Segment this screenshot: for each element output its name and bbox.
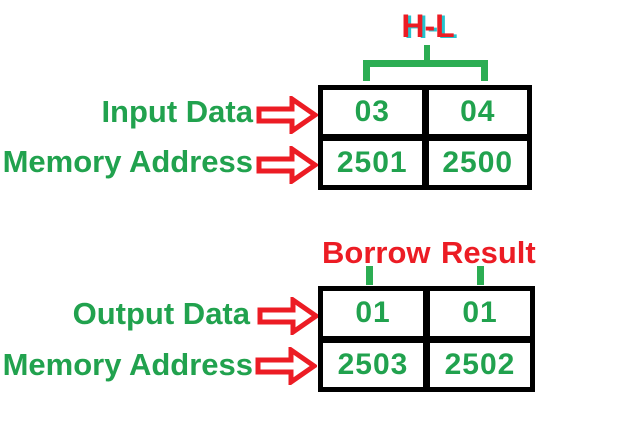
bracket-right-tick [481, 60, 488, 81]
table-cell: 2500 [428, 141, 527, 185]
right-arrow-icon [256, 146, 318, 184]
table-cell: 2503 [323, 342, 423, 387]
borrow-column-label: Borrow [322, 235, 431, 270]
bracket-left-tick [363, 60, 370, 81]
result-tick [477, 266, 484, 285]
right-arrow-icon [257, 297, 319, 335]
memory-address-label-top: Memory Address [2, 144, 253, 179]
memory-address-label-bottom: Memory Address [2, 347, 253, 382]
table-cell: 01 [430, 291, 530, 336]
table-cell: 2501 [323, 141, 422, 185]
table-cell: 2502 [430, 342, 530, 387]
table-cell: 03 [323, 90, 422, 134]
right-arrow-icon [255, 347, 317, 385]
input-table: 03 04 2501 2500 [318, 85, 532, 190]
input-data-label: Input Data [101, 94, 253, 129]
hl-register-label: H-L [401, 8, 455, 44]
bracket-stem [424, 45, 430, 62]
result-column-label: Result [441, 235, 536, 270]
output-data-label: Output Data [72, 296, 250, 331]
right-arrow-icon [256, 96, 318, 134]
table-cell: 01 [323, 291, 423, 336]
bracket-bar [363, 60, 488, 67]
table-cell: 04 [428, 90, 527, 134]
borrow-tick [366, 266, 373, 285]
output-table: 01 01 2503 2502 [318, 286, 535, 392]
